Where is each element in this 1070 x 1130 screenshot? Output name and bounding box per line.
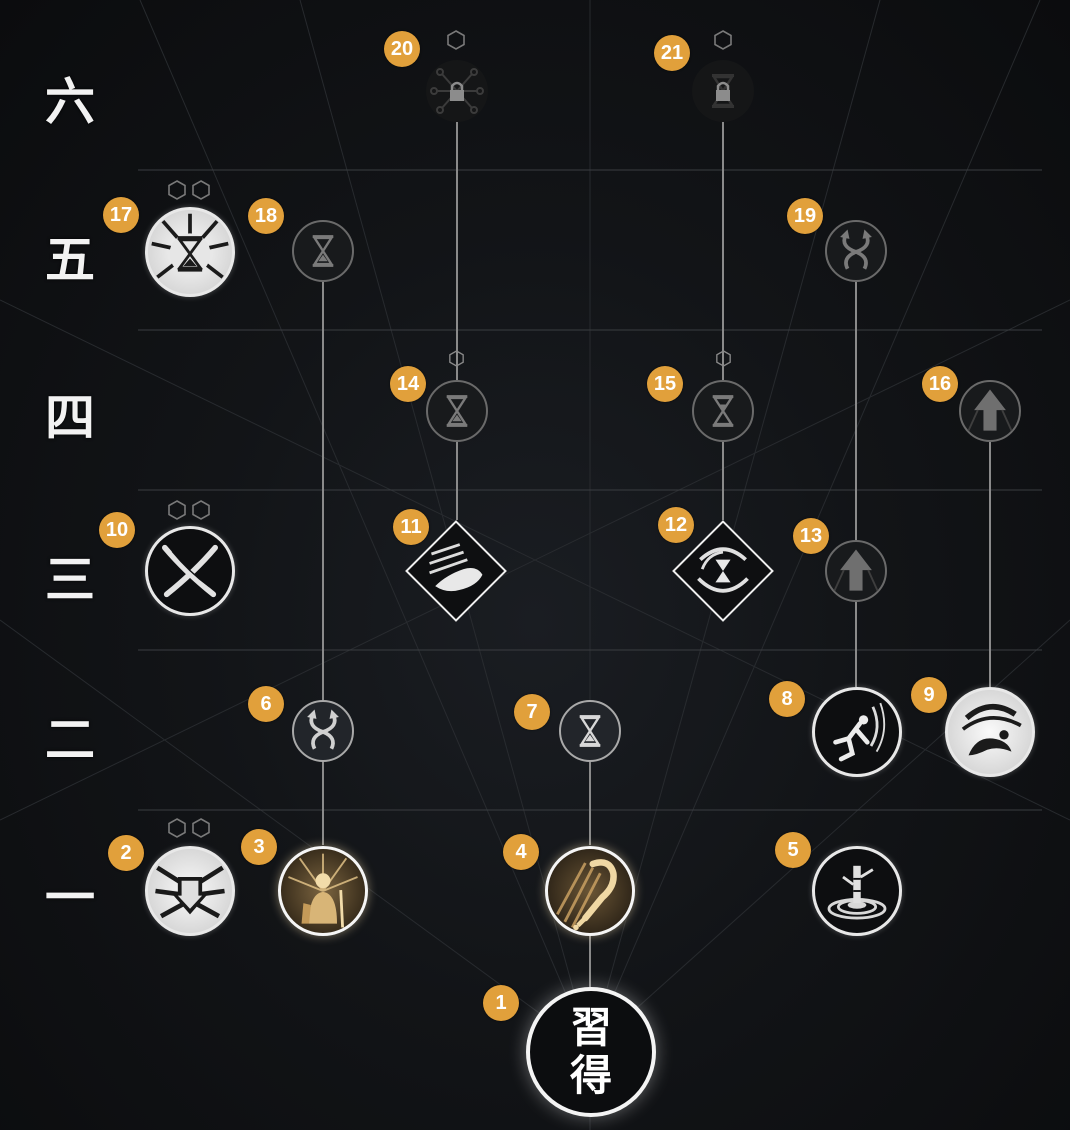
hex-slot-icon [168, 180, 186, 200]
tier-label-5: 五 [45, 230, 95, 289]
hourglass-icon [712, 395, 734, 427]
skill-node-15[interactable] [692, 380, 754, 442]
swirling-hourglass-icon [697, 547, 749, 593]
badge-12: 12 [658, 507, 694, 543]
skill-node-18[interactable] [292, 220, 354, 282]
up-arrow-icon [833, 549, 879, 592]
skill-node-4[interactable] [545, 846, 635, 936]
tier-label-4: 四 [45, 388, 95, 447]
hex-slot-icon [449, 350, 464, 367]
skill-node-7[interactable] [559, 700, 621, 762]
hex-slot-icon [714, 30, 732, 50]
hex-slot-icon [716, 350, 731, 367]
badge-16: 16 [922, 366, 958, 402]
skill-node-6[interactable] [292, 700, 354, 762]
meditating-figure-gold-icon [288, 853, 358, 928]
hex-slot-icon [447, 30, 465, 50]
hourglass-icon [312, 235, 334, 267]
skill-node-10[interactable] [145, 526, 235, 616]
skill-node-8[interactable] [812, 687, 902, 777]
hex-slot-icon [192, 180, 210, 200]
hourglass-icon [446, 395, 468, 427]
badge-2: 2 [108, 835, 144, 871]
skill-node-14[interactable] [426, 380, 488, 442]
badge-9: 9 [911, 677, 947, 713]
up-arrow-icon [967, 389, 1013, 432]
hex-slot-icon [168, 500, 186, 520]
crossed-blades-icon [162, 544, 218, 598]
badge-10: 10 [99, 512, 135, 548]
radiating-arrow-down-icon [155, 865, 225, 919]
twisting-arrows-icon [307, 709, 339, 750]
root-label-char-2: 得 [569, 1051, 612, 1100]
skill-node-19[interactable] [825, 220, 887, 282]
badge-15: 15 [647, 366, 683, 402]
skill-node-2[interactable] [145, 846, 235, 936]
tier-label-3: 三 [45, 550, 95, 609]
hex-slot-icon [192, 818, 210, 838]
skill-node-12[interactable] [672, 520, 774, 622]
crouching-swirl-icon [961, 704, 1022, 756]
tier-label-2: 二 [45, 710, 95, 769]
tier-label-1: 一 [45, 868, 95, 927]
locked-hourglass-icon [711, 74, 735, 108]
badge-4: 4 [503, 834, 539, 870]
tier-label-6: 六 [45, 72, 95, 131]
badge-14: 14 [390, 366, 426, 402]
badge-17: 17 [103, 197, 139, 233]
badge-7: 7 [514, 694, 550, 730]
badge-1: 1 [483, 985, 519, 1021]
acrobat-leap-icon [833, 702, 886, 762]
badge-3: 3 [241, 829, 277, 865]
hex-slot-icon [168, 818, 186, 838]
badge-5: 5 [775, 832, 811, 868]
twisting-arrows-icon [840, 229, 872, 270]
badge-20: 20 [384, 31, 420, 67]
badge-13: 13 [793, 518, 829, 554]
badge-18: 18 [248, 198, 284, 234]
badge-6: 6 [248, 686, 284, 722]
skill-node-21[interactable] [692, 60, 754, 122]
root-label-char-1: 習 [569, 1003, 612, 1052]
skill-node-17[interactable] [145, 207, 235, 297]
skill-node-5[interactable] [812, 846, 902, 936]
hex-slot-icon [192, 500, 210, 520]
locked-network-icon [430, 68, 484, 114]
skill-node-13[interactable] [825, 540, 887, 602]
skill-node-3[interactable] [278, 846, 368, 936]
skill-node-16[interactable] [959, 380, 1021, 442]
hourglass-icon [579, 715, 601, 747]
radiant-hourglass-icon [151, 213, 229, 279]
sword-hilt-gold-icon [556, 859, 617, 931]
learn-root-node[interactable]: 習 得 [526, 987, 656, 1117]
skill-node-9[interactable] [945, 687, 1035, 777]
badge-19: 19 [787, 198, 823, 234]
dash-foot-icon [429, 543, 483, 592]
badge-11: 11 [393, 509, 429, 545]
badge-21: 21 [654, 35, 690, 71]
skill-node-20[interactable] [426, 60, 488, 122]
skill-node-11[interactable] [405, 520, 507, 622]
bamboo-ripple-icon [827, 865, 887, 920]
badge-8: 8 [769, 681, 805, 717]
